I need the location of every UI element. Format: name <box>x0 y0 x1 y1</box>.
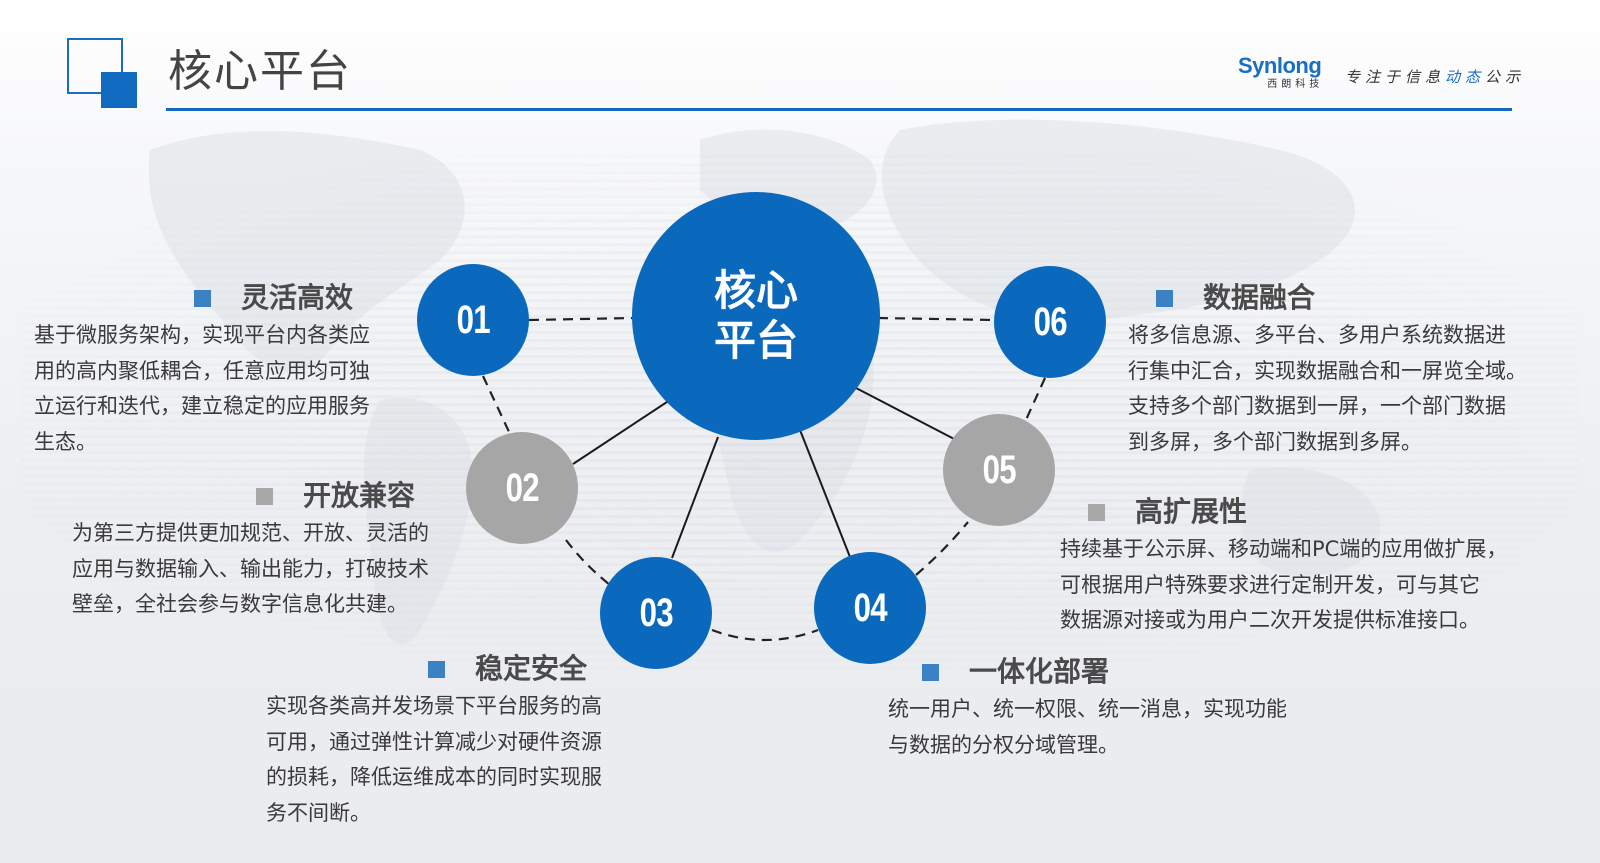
feature-title: 一体化部署 <box>969 655 1110 688</box>
node-number: 02 <box>505 465 539 510</box>
feature-high-scalability: 高扩展性 持续基于公示屏、移动端和PC端的应用做扩展， 可根据用户特殊要求进行定… <box>1060 494 1507 639</box>
feature-heading: 数据融合 <box>1156 280 1527 316</box>
feature-title: 灵活高效 <box>241 281 354 314</box>
description-line: 支持多个部门数据到一屏，一个部门数据 <box>1128 394 1506 418</box>
node-number: 03 <box>639 590 673 635</box>
feature-description: 统一用户、统一权限、统一消息，实现功能 与数据的分权分域管理。 <box>888 692 1287 763</box>
description-line: 生态。 <box>34 429 97 454</box>
feature-flexible-efficient: 灵活高效 基于微服务架构，实现平台内各类应 用的高内聚低耦合，任意应用均可独 立… <box>34 280 370 460</box>
description-line: 与数据的分权分域管理。 <box>888 732 1119 757</box>
description-line: 基于微服务架构，实现平台内各类应 <box>34 323 370 347</box>
feature-heading: 一体化部署 <box>922 654 1287 690</box>
description-line: 行集中汇合，实现数据融合和一屏览全域。 <box>1128 358 1527 383</box>
feature-description: 实现各类高并发场景下平台服务的高 可用，通过弹性计算减少对硬件资源 的损耗，降低… <box>266 689 602 831</box>
dash-01-02 <box>482 375 511 435</box>
spoke-02 <box>572 399 671 465</box>
dash-04-05 <box>915 521 969 576</box>
node-05: 05 <box>943 414 1055 526</box>
description-line: 可用，通过弹性计算减少对硬件资源 <box>266 729 602 754</box>
square-bullet-icon <box>1156 289 1173 307</box>
feature-title: 稳定安全 <box>475 652 588 685</box>
feature-data-fusion: 数据融合 将多信息源、多平台、多用户系统数据进 行集中汇合，实现数据融合和一屏览… <box>1128 280 1527 460</box>
logo-filled-square <box>101 72 137 108</box>
dash-03-04 <box>711 628 819 642</box>
feature-title: 数据融合 <box>1203 281 1316 314</box>
node-number: 05 <box>982 447 1016 492</box>
feature-heading: 稳定安全 <box>428 651 602 687</box>
node-number: 01 <box>456 297 490 342</box>
square-bullet-icon <box>922 663 939 681</box>
node-01: 01 <box>417 264 529 376</box>
square-bullet-icon <box>428 660 445 678</box>
feature-stable-secure: 稳定安全 实现各类高并发场景下平台服务的高 可用，通过弹性计算减少对硬件资源 的… <box>266 651 602 831</box>
description-line: 用的高内聚低耦合，任意应用均可独 <box>34 358 370 383</box>
description-line: 实现各类高并发场景下平台服务的高 <box>266 694 602 718</box>
feature-description: 将多信息源、多平台、多用户系统数据进 行集中汇合，实现数据融合和一屏览全域。 支… <box>1128 318 1527 460</box>
square-bullet-icon <box>194 289 211 307</box>
feature-title: 开放兼容 <box>303 479 416 512</box>
node-number: 06 <box>1033 299 1067 344</box>
dash-06-05 <box>1023 377 1047 423</box>
node-number: 04 <box>853 585 887 630</box>
spoke-03 <box>671 436 719 559</box>
feature-title: 高扩展性 <box>1135 495 1248 528</box>
dash-01-center <box>528 316 635 322</box>
center-node-core-platform: 核心 平台 <box>632 192 880 440</box>
description-line: 务不间断。 <box>266 800 371 825</box>
title-decoration-icon <box>67 38 137 108</box>
node-02: 02 <box>466 432 578 544</box>
description-line: 应用与数据输入、输出能力，打破技术 <box>72 556 429 581</box>
center-label-line2: 平台 <box>713 316 798 365</box>
description-line: 数据源对接或为用户二次开发提供标准接口。 <box>1060 608 1480 632</box>
square-bullet-icon <box>1088 503 1105 521</box>
description-line: 统一用户、统一权限、统一消息，实现功能 <box>888 697 1287 721</box>
feature-description: 基于微服务架构，实现平台内各类应 用的高内聚低耦合，任意应用均可独 立运行和迭代… <box>34 318 370 460</box>
description-line: 将多信息源、多平台、多用户系统数据进 <box>1128 323 1506 347</box>
spoke-04 <box>799 429 851 558</box>
description-line: 为第三方提供更加规范、开放、灵活的 <box>72 521 429 545</box>
description-line: 的损耗，降低运维成本的同时实现服 <box>266 765 602 789</box>
description-line: 壁垒，全社会参与数字信息化共建。 <box>72 592 408 616</box>
spoke-05 <box>855 387 959 442</box>
header-divider <box>166 108 1512 111</box>
description-line: 立运行和迭代，建立稳定的应用服务 <box>34 394 370 418</box>
feature-description: 为第三方提供更加规范、开放、灵活的 应用与数据输入、输出能力，打破技术 壁垒，全… <box>72 516 429 623</box>
dash-02-03 <box>565 539 611 586</box>
feature-heading: 开放兼容 <box>256 478 429 514</box>
square-bullet-icon <box>256 487 273 505</box>
slogan: 专注于信息动态公示 <box>1345 66 1525 87</box>
node-04: 04 <box>814 552 926 664</box>
description-line: 到多屏，多个部门数据到多屏。 <box>1128 429 1422 454</box>
dash-center-06 <box>877 316 996 322</box>
page-title: 核心平台 <box>168 46 352 97</box>
center-label-line1: 核心 <box>713 266 798 315</box>
node-03: 03 <box>600 557 712 669</box>
slogan-highlight: 动态 <box>1445 68 1486 86</box>
feature-description: 持续基于公示屏、移动端和PC端的应用做扩展， 可根据用户特殊要求进行定制开发，可… <box>1060 532 1507 639</box>
slogan-part-3: 公示 <box>1485 68 1526 86</box>
node-06: 06 <box>994 266 1106 378</box>
brand-logo: Synlong 西朗科技 <box>1238 53 1324 92</box>
description-line: 可根据用户特殊要求进行定制开发，可与其它 <box>1060 572 1480 597</box>
feature-integrated-deployment: 一体化部署 统一用户、统一权限、统一消息，实现功能 与数据的分权分域管理。 <box>888 654 1287 763</box>
logo-outline-square <box>67 38 123 94</box>
feature-heading: 高扩展性 <box>1088 494 1507 530</box>
feature-heading: 灵活高效 <box>194 280 370 316</box>
feature-open-compatible: 开放兼容 为第三方提供更加规范、开放、灵活的 应用与数据输入、输出能力，打破技术… <box>72 478 429 623</box>
brand-chinese-name: 西朗科技 <box>1267 79 1324 90</box>
brand-name: Synlong <box>1238 53 1322 78</box>
slogan-part-1: 专注于信息 <box>1345 68 1446 86</box>
description-line: 持续基于公示屏、移动端和PC端的应用做扩展， <box>1060 537 1508 561</box>
